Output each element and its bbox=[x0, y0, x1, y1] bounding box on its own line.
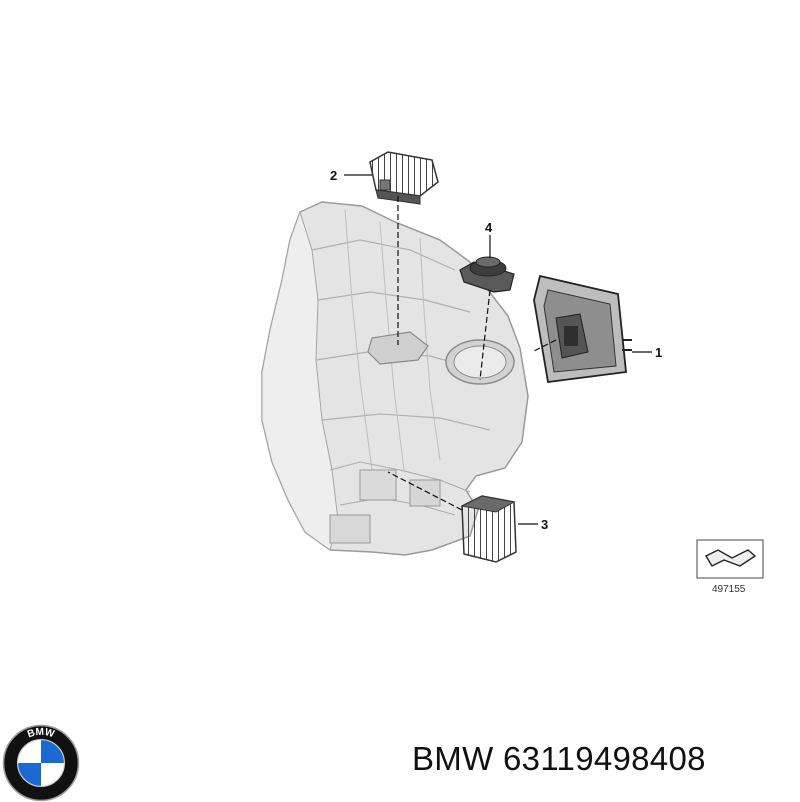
part-4-bulb bbox=[459, 256, 515, 293]
part-caption: BMW 63119498408 bbox=[412, 740, 706, 778]
callout-4: 4 bbox=[485, 220, 493, 235]
brand-name: BMW bbox=[412, 740, 494, 777]
part-1-control-unit bbox=[533, 274, 632, 384]
bmw-logo-icon: BMW bbox=[2, 724, 80, 802]
logo-lettering: BMW bbox=[26, 727, 56, 741]
reference-symbol-box bbox=[696, 539, 764, 579]
callout-1: 1 bbox=[655, 345, 662, 360]
part-2-module bbox=[369, 151, 439, 205]
part-3-module bbox=[460, 495, 517, 563]
callout-2: 2 bbox=[330, 168, 337, 183]
part-number: 63119498408 bbox=[503, 740, 706, 777]
callout-3: 3 bbox=[541, 517, 548, 532]
headlight-housing bbox=[261, 201, 529, 556]
leader-lines bbox=[344, 174, 652, 525]
reference-number: 497155 bbox=[712, 584, 746, 595]
